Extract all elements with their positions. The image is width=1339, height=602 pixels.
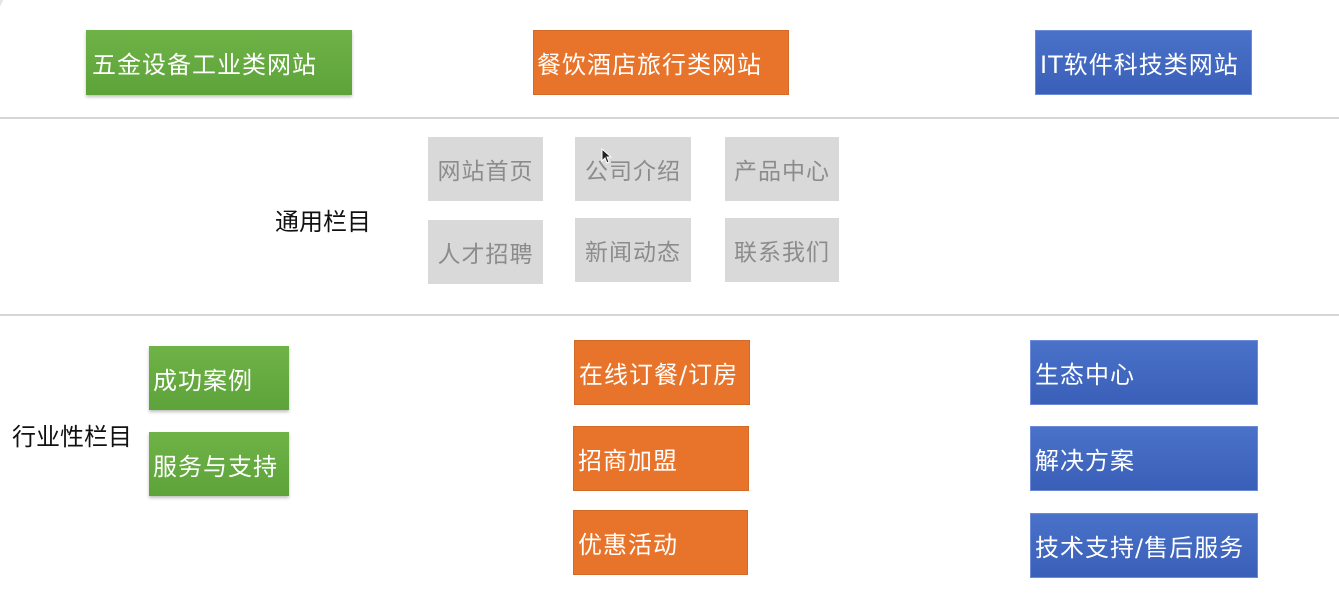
general-item-label: 产品中心 [734, 159, 830, 185]
mouse-cursor-icon [601, 148, 613, 164]
category-restaurant-hotel-travel: 餐饮酒店旅行类网站 [533, 30, 789, 95]
page-curl-decoration [0, 0, 50, 100]
general-item-label: 联系我们 [734, 240, 830, 266]
general-item-contact: 联系我们 [725, 218, 839, 282]
restaurant-item-online-booking: 在线订餐/订房 [574, 340, 750, 405]
general-item-about: 公司介绍 [575, 137, 691, 201]
category-it-software-tech: IT软件科技类网站 [1035, 30, 1252, 95]
general-item-careers: 人才招聘 [428, 220, 543, 284]
industry-item-label: 招商加盟 [578, 447, 678, 475]
category-hardware-industrial: 五金设备工业类网站 [86, 30, 352, 95]
general-item-label: 新闻动态 [585, 240, 681, 266]
restaurant-item-franchise: 招商加盟 [573, 426, 749, 491]
industry-item-label: 优惠活动 [578, 531, 678, 559]
it-item-ecosystem: 生态中心 [1030, 340, 1258, 405]
industry-item-label: 技术支持/售后服务 [1035, 534, 1245, 562]
general-section-title: 通用栏目 [275, 208, 371, 236]
hardware-item-service-support: 服务与支持 [149, 432, 289, 496]
industry-item-label: 生态中心 [1035, 361, 1135, 389]
it-item-solutions: 解决方案 [1030, 426, 1258, 491]
restaurant-item-promotions: 优惠活动 [573, 510, 748, 575]
category-label: IT软件科技类网站 [1040, 51, 1239, 79]
industry-item-label: 服务与支持 [153, 452, 278, 481]
category-label: 餐饮酒店旅行类网站 [537, 51, 762, 79]
industry-item-label: 在线订餐/订房 [579, 361, 739, 389]
industry-item-label: 解决方案 [1035, 447, 1135, 475]
general-item-home: 网站首页 [428, 137, 543, 201]
industry-item-label: 成功案例 [153, 366, 253, 395]
general-item-label: 人才招聘 [437, 242, 534, 268]
category-label: 五金设备工业类网站 [92, 51, 317, 79]
general-item-news: 新闻动态 [575, 218, 691, 282]
general-item-products: 产品中心 [725, 137, 839, 201]
hardware-item-cases: 成功案例 [149, 346, 289, 410]
it-item-tech-support: 技术支持/售后服务 [1030, 513, 1258, 578]
general-item-label: 网站首页 [437, 159, 534, 185]
section-divider [0, 117, 1339, 119]
section-divider [0, 314, 1339, 316]
general-item-label: 公司介绍 [585, 159, 681, 185]
industry-section-title: 行业性栏目 [12, 423, 132, 451]
